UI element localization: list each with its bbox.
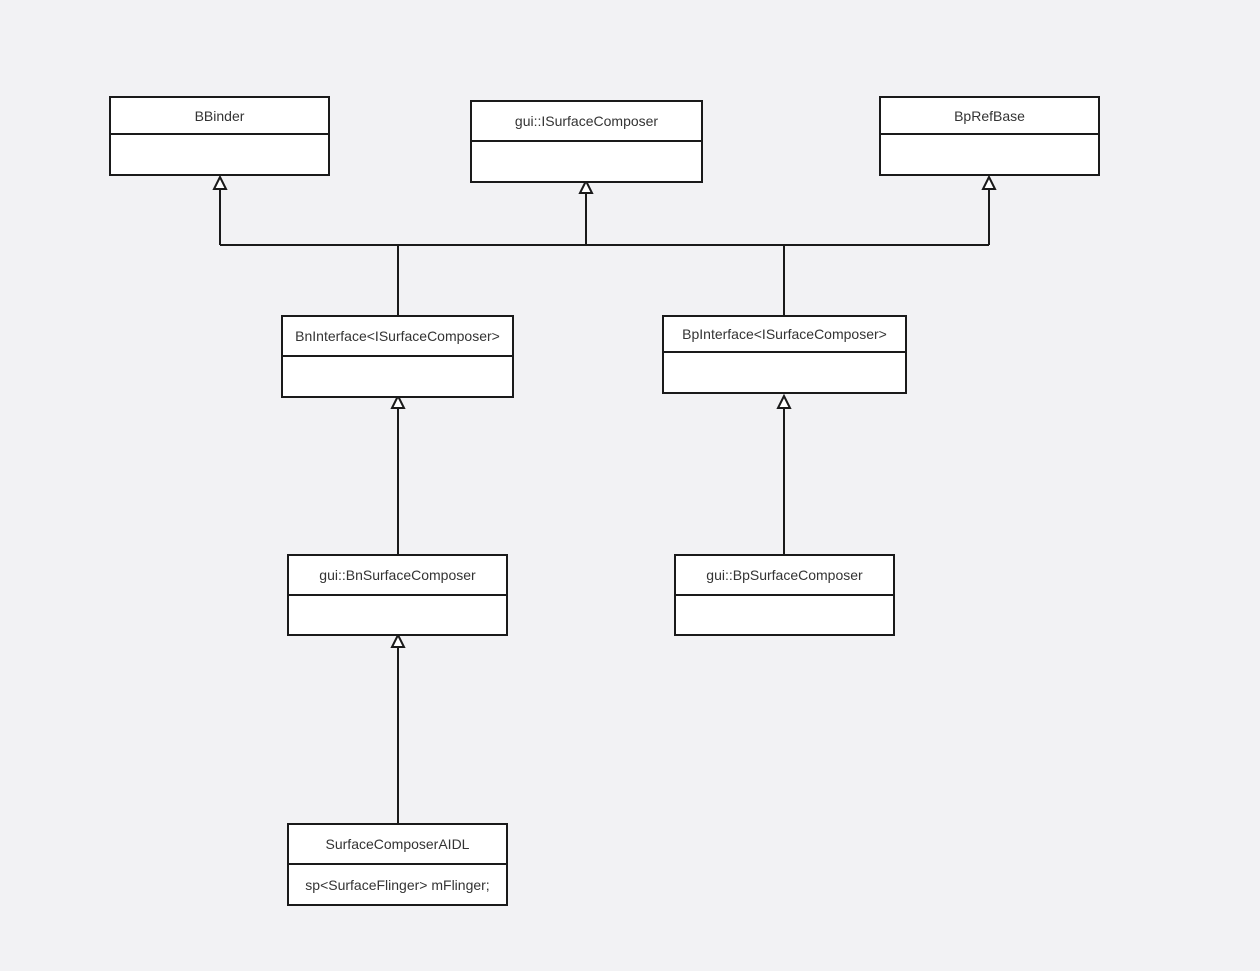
- inheritance-arrowhead: [212, 174, 228, 190]
- class-box-bninterface[interactable]: BnInterface<ISurfaceComposer>: [281, 315, 514, 398]
- inheritance-arrowhead: [776, 393, 792, 409]
- class-members: [472, 142, 701, 181]
- inheritance-arrowhead: [390, 393, 406, 409]
- class-members: [676, 596, 893, 634]
- class-members: [111, 135, 328, 174]
- class-name: gui::BpSurfaceComposer: [676, 556, 893, 596]
- class-name: BpRefBase: [881, 98, 1098, 135]
- class-name: gui::ISurfaceComposer: [472, 102, 701, 142]
- class-members: [881, 135, 1098, 174]
- class-box-bpsurfacecomposer[interactable]: gui::BpSurfaceComposer: [674, 554, 895, 636]
- class-name: BpInterface<ISurfaceComposer>: [664, 317, 905, 353]
- class-name: BnInterface<ISurfaceComposer>: [283, 317, 512, 357]
- class-members: [283, 357, 512, 396]
- class-name: BBinder: [111, 98, 328, 135]
- class-members: sp<SurfaceFlinger> mFlinger;: [305, 876, 490, 893]
- inheritance-arrowhead: [390, 632, 406, 648]
- class-box-isurfacecomposer[interactable]: gui::ISurfaceComposer: [470, 100, 703, 183]
- inheritance-arrowhead: [578, 178, 594, 194]
- inheritance-arrowhead: [981, 174, 997, 190]
- class-name: SurfaceComposerAIDL: [289, 825, 506, 865]
- class-box-bbinder[interactable]: BBinder: [109, 96, 330, 176]
- class-box-bprefbase[interactable]: BpRefBase: [879, 96, 1100, 176]
- class-name: gui::BnSurfaceComposer: [289, 556, 506, 596]
- class-box-bpinterface[interactable]: BpInterface<ISurfaceComposer>: [662, 315, 907, 394]
- class-box-bnsurfacecomposer[interactable]: gui::BnSurfaceComposer: [287, 554, 508, 636]
- class-members: [289, 596, 506, 634]
- class-members: [664, 353, 905, 392]
- class-box-surfacecomposeraidl[interactable]: SurfaceComposerAIDL sp<SurfaceFlinger> m…: [287, 823, 508, 906]
